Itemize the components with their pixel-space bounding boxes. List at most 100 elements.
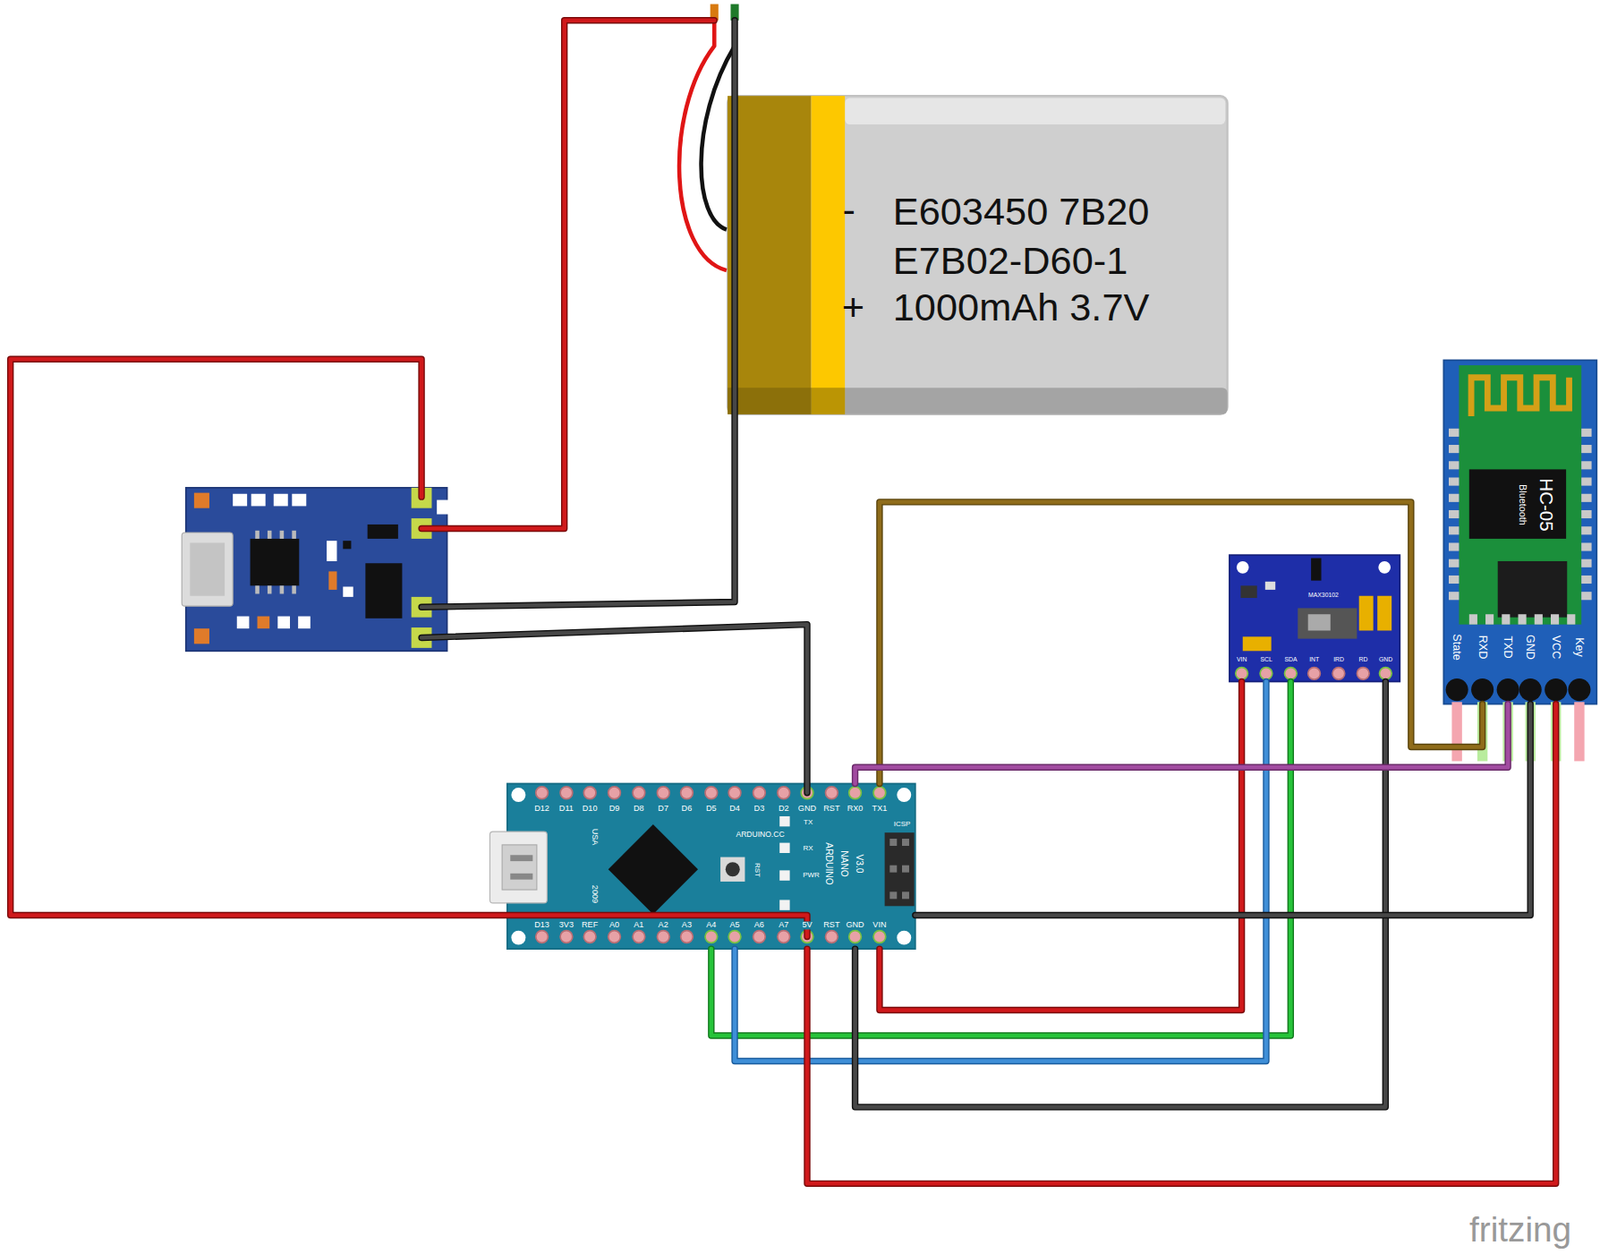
hc05-module-part — [1443, 359, 1597, 704]
wire-connector — [879, 680, 1243, 1010]
hc05-module-part-part — [1581, 542, 1592, 551]
max30102-board-part-part — [1332, 667, 1345, 681]
hc05-module-part-part — [1448, 476, 1459, 486]
hc05-module-part-part — [1581, 575, 1592, 584]
hc05-module-part — [1574, 701, 1584, 761]
max30102-board-part — [1235, 667, 1392, 681]
hc05-module-part-part — [1446, 678, 1469, 701]
hc05-module-part-part — [1581, 428, 1592, 437]
max30102-board — [1229, 554, 1400, 681]
wire — [421, 624, 808, 793]
pin-label: RX — [803, 844, 814, 852]
arduino-nano-board-part — [779, 869, 790, 880]
pin-label: A5 — [729, 921, 740, 930]
charger-board-part — [267, 585, 273, 594]
arduino-nano-board-part-part — [825, 786, 838, 800]
wire-part — [421, 624, 808, 793]
hc05-module-part-part — [1581, 444, 1592, 453]
max30102-sensor: MAX30102 — [1229, 554, 1400, 681]
pin-label: Key — [1574, 637, 1586, 657]
arduino-nano-board-part-part — [560, 786, 573, 800]
max30102-board-part — [1310, 558, 1321, 581]
pin-label: - — [842, 190, 856, 230]
arduino-nano-board-part — [502, 844, 537, 890]
charger-board-part — [291, 493, 307, 507]
arduino-nano-board-part-part — [825, 930, 838, 944]
pin-label: NANO — [839, 850, 849, 877]
charger-board-part — [436, 500, 450, 515]
part-marking: MAX30102 — [1308, 591, 1339, 598]
wire — [10, 358, 808, 937]
wire-part — [421, 20, 735, 607]
wire — [421, 20, 735, 607]
wire-connector — [711, 680, 1291, 1036]
charger-board-part — [365, 562, 402, 619]
pin-label: PWR — [802, 871, 820, 879]
arduino-nano-board-part — [902, 838, 910, 846]
wire-stroke — [734, 680, 1267, 1061]
hc05-module-part — [1446, 678, 1592, 701]
charger-board-part — [367, 524, 399, 539]
hc05-module-part-part — [1448, 542, 1459, 551]
wire-connector — [855, 704, 1509, 784]
hc05-module-part-part — [1448, 493, 1459, 503]
hc05-module-part-part — [1581, 493, 1592, 503]
pin-label: 5V — [800, 921, 813, 930]
hc05-module-part-part — [1550, 613, 1559, 624]
hc05-module-part — [1497, 561, 1568, 618]
wire-part — [421, 20, 715, 529]
part-marking: E603450 7B20 — [893, 193, 1150, 232]
arduino-nano-board-part-part — [777, 786, 791, 800]
arduino-nano-board-part-part — [632, 930, 646, 944]
wire-connector — [807, 704, 1557, 1184]
hc05-module-part-part — [1448, 575, 1459, 584]
arduino-nano-board-part-part — [728, 930, 741, 944]
pin-label: State — [1451, 633, 1464, 660]
lipo-battery-part — [811, 95, 846, 415]
pin-label: + — [842, 289, 865, 328]
hc05-module-part — [1448, 428, 1592, 625]
max30102-board-part-part — [1378, 667, 1392, 681]
charger-board-part — [291, 585, 297, 594]
wire-connector — [855, 680, 1387, 1107]
pin-label: TXD — [1502, 635, 1515, 658]
hc05-module-part-part — [1469, 613, 1478, 624]
arduino-nano-board-part-part — [608, 930, 622, 944]
wire-stroke — [879, 502, 1483, 784]
part-marking: 1000mAh 3.7V — [893, 289, 1150, 328]
wire-part — [421, 20, 735, 607]
charger-board-part — [328, 570, 337, 590]
max30102-board-part — [1236, 561, 1250, 574]
wire-part — [421, 624, 808, 793]
max30102-board-part — [1242, 636, 1272, 651]
pin-label: RX0 — [847, 805, 864, 814]
charger-board-part — [250, 538, 300, 586]
arduino-nano-board-part-part — [849, 930, 862, 944]
wire-connector — [734, 680, 1267, 1061]
max30102-board-part — [1308, 613, 1331, 630]
wire — [421, 20, 715, 529]
arduino-nano-board-part-part — [608, 786, 622, 800]
hc05-module-part — [1471, 377, 1569, 417]
wire-part — [421, 20, 715, 529]
pin-label: D4 — [729, 805, 741, 814]
pin-label: A2 — [658, 921, 669, 930]
arduino-nano-board-part-part — [680, 786, 694, 800]
pin-label: D10 — [582, 805, 598, 814]
arduino-nano-board-part — [725, 861, 741, 877]
arduino-nano-board-part-part — [632, 786, 646, 800]
arduino-nano-board-part — [489, 831, 547, 903]
wire-stroke — [879, 680, 1243, 1010]
watermark: fritzing — [1469, 1212, 1572, 1248]
max30102-board-part — [1229, 554, 1400, 681]
pin-label: A6 — [754, 921, 765, 930]
max30102-board-part-part — [1259, 667, 1273, 681]
pin-label: RST — [753, 862, 761, 877]
pin-label: D13 — [534, 921, 550, 930]
pin-label: D7 — [657, 805, 669, 814]
hc05-module-part-part — [1581, 559, 1592, 568]
pin-label: GND — [798, 805, 817, 814]
pin-label: GND — [1524, 634, 1537, 660]
charger-board-part — [194, 493, 210, 509]
